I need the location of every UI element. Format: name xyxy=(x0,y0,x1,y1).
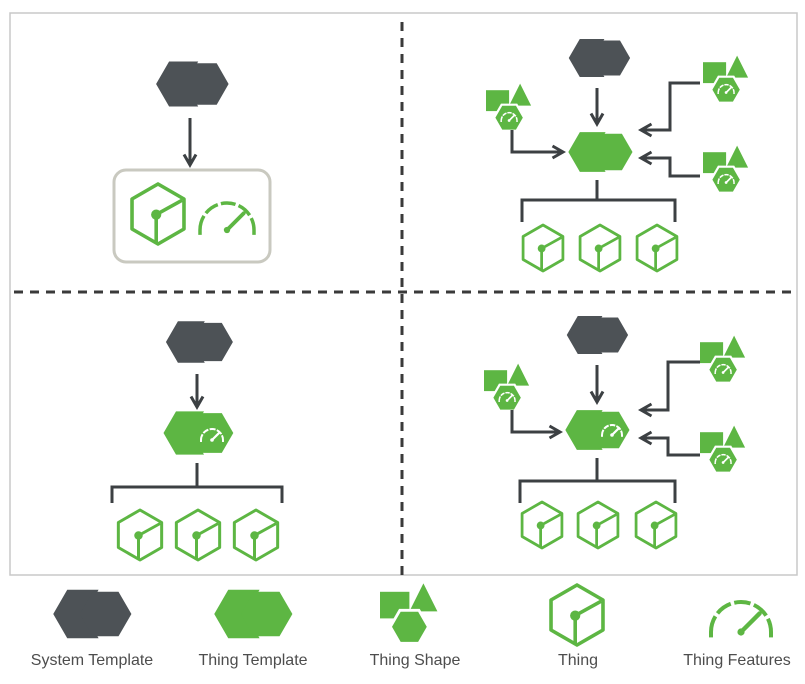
thing-icon xyxy=(116,508,164,562)
thing-icon xyxy=(549,583,605,647)
system-template-icon xyxy=(165,321,233,363)
arrow-left xyxy=(637,360,700,418)
mini-gauge-icon xyxy=(601,424,623,437)
mini-gauge-icon xyxy=(717,173,735,184)
thing-template-icon xyxy=(214,589,293,639)
arrow-right xyxy=(510,410,564,440)
thing-shape-icon-bottom-right xyxy=(703,145,749,194)
thing-icon xyxy=(174,508,222,562)
mini-gauge-icon xyxy=(714,363,732,374)
system-template-icon xyxy=(53,589,132,639)
thing-icon xyxy=(521,223,565,273)
mini-gauge-icon xyxy=(714,453,732,464)
thing-features-icon xyxy=(709,600,773,638)
arrow-left xyxy=(637,430,700,457)
legend-label-thing-template: Thing Template xyxy=(198,652,308,669)
things-bracket xyxy=(520,198,677,222)
mini-gauge-icon xyxy=(498,391,516,402)
thing-template-icon xyxy=(568,132,633,172)
thing-shape-icon-left xyxy=(484,363,530,412)
quadrant-top-right xyxy=(486,38,749,273)
thing-template-icon xyxy=(163,411,234,455)
mini-gauge-icon xyxy=(500,111,518,122)
thing-template-icon xyxy=(565,410,630,450)
things-bracket xyxy=(110,485,284,503)
thing-shape-icon-top-right xyxy=(703,55,749,104)
arrow-left xyxy=(637,81,700,138)
arrow-left xyxy=(637,150,700,178)
thing-icon xyxy=(130,182,186,246)
quadrant-bottom-right xyxy=(484,315,746,550)
thing-box xyxy=(112,168,272,264)
things-bracket xyxy=(518,479,677,503)
system-template-icon xyxy=(568,38,631,78)
mini-gauge-icon xyxy=(717,83,735,94)
legend-label-thing: Thing xyxy=(557,652,599,669)
thing-icon xyxy=(635,223,679,273)
thing-icon xyxy=(578,223,622,273)
quadrant-bottom-left xyxy=(110,321,284,562)
thing-shape-icon xyxy=(380,583,438,645)
thing-icon xyxy=(520,500,564,550)
system-template-icon xyxy=(156,61,229,107)
legend-label-thing-shape: Thing Shape xyxy=(369,652,461,669)
legend-icons xyxy=(53,583,773,647)
thing-shape-icon-bottom-right xyxy=(700,425,746,474)
quadrant-top-left xyxy=(112,61,272,264)
arrow-right xyxy=(510,130,567,160)
legend-label-thing-features: Thing Features xyxy=(683,652,791,669)
mini-gauge-icon xyxy=(200,428,224,442)
thing-icon xyxy=(634,500,678,550)
thing-icon xyxy=(232,508,280,562)
thing-icon xyxy=(576,500,620,550)
thing-shape-icon-top-right xyxy=(700,335,746,384)
legend-label-system-template: System Template xyxy=(30,652,154,669)
thing-shape-icon-left xyxy=(486,83,532,132)
thing-features-icon xyxy=(198,201,256,235)
system-template-icon xyxy=(566,315,629,355)
